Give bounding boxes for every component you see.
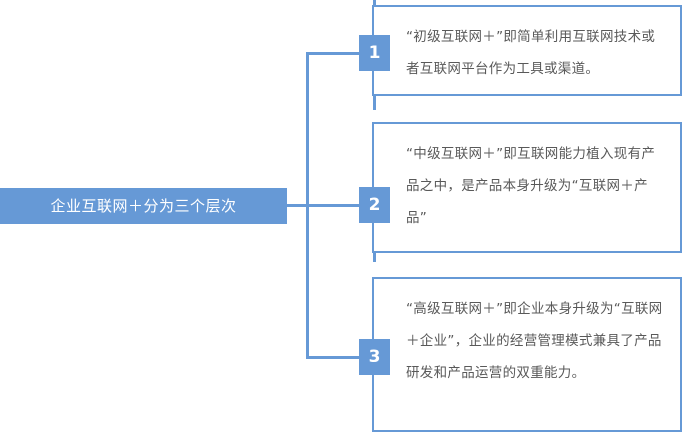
connector-branch-2 bbox=[306, 204, 366, 207]
connector-root-stub bbox=[287, 204, 309, 207]
branch-badge-2-number: 2 bbox=[368, 194, 381, 215]
branch-badge-1[interactable]: 1 bbox=[359, 35, 390, 71]
branch-badge-3[interactable]: 3 bbox=[359, 339, 390, 375]
branch-box-2[interactable]: “中级互联网＋”即互联网能力植入现有产品之中，是产品本身升级为“互联网＋产品” bbox=[372, 122, 682, 253]
branch-box-3[interactable]: “高级互联网＋”即企业本身升级为“互联网＋企业”，企业的经营管理模式兼具了产品研… bbox=[372, 277, 682, 432]
branch-badge-2[interactable]: 2 bbox=[359, 187, 390, 223]
branch-text-3: “高级互联网＋”即企业本身升级为“互联网＋企业”，企业的经营管理模式兼具了产品研… bbox=[406, 301, 663, 381]
branch-text-1: “初级互联网＋”即简单利用互联网技术或者互联网平台作为工具或渠道。 bbox=[406, 29, 656, 77]
connector-branch-3 bbox=[306, 356, 366, 359]
connector-branch-1 bbox=[306, 52, 366, 55]
root-node[interactable]: 企业互联网＋分为三个层次 bbox=[0, 188, 287, 224]
branch-badge-1-number: 1 bbox=[368, 42, 381, 63]
branch-text-2: “中级互联网＋”即互联网能力植入现有产品之中，是产品本身升级为“互联网＋产品” bbox=[406, 146, 656, 226]
root-node-label: 企业互联网＋分为三个层次 bbox=[50, 196, 237, 215]
branch-badge-3-number: 3 bbox=[368, 346, 381, 367]
branch-box-1[interactable]: “初级互联网＋”即简单利用互联网技术或者互联网平台作为工具或渠道。 bbox=[372, 5, 682, 96]
